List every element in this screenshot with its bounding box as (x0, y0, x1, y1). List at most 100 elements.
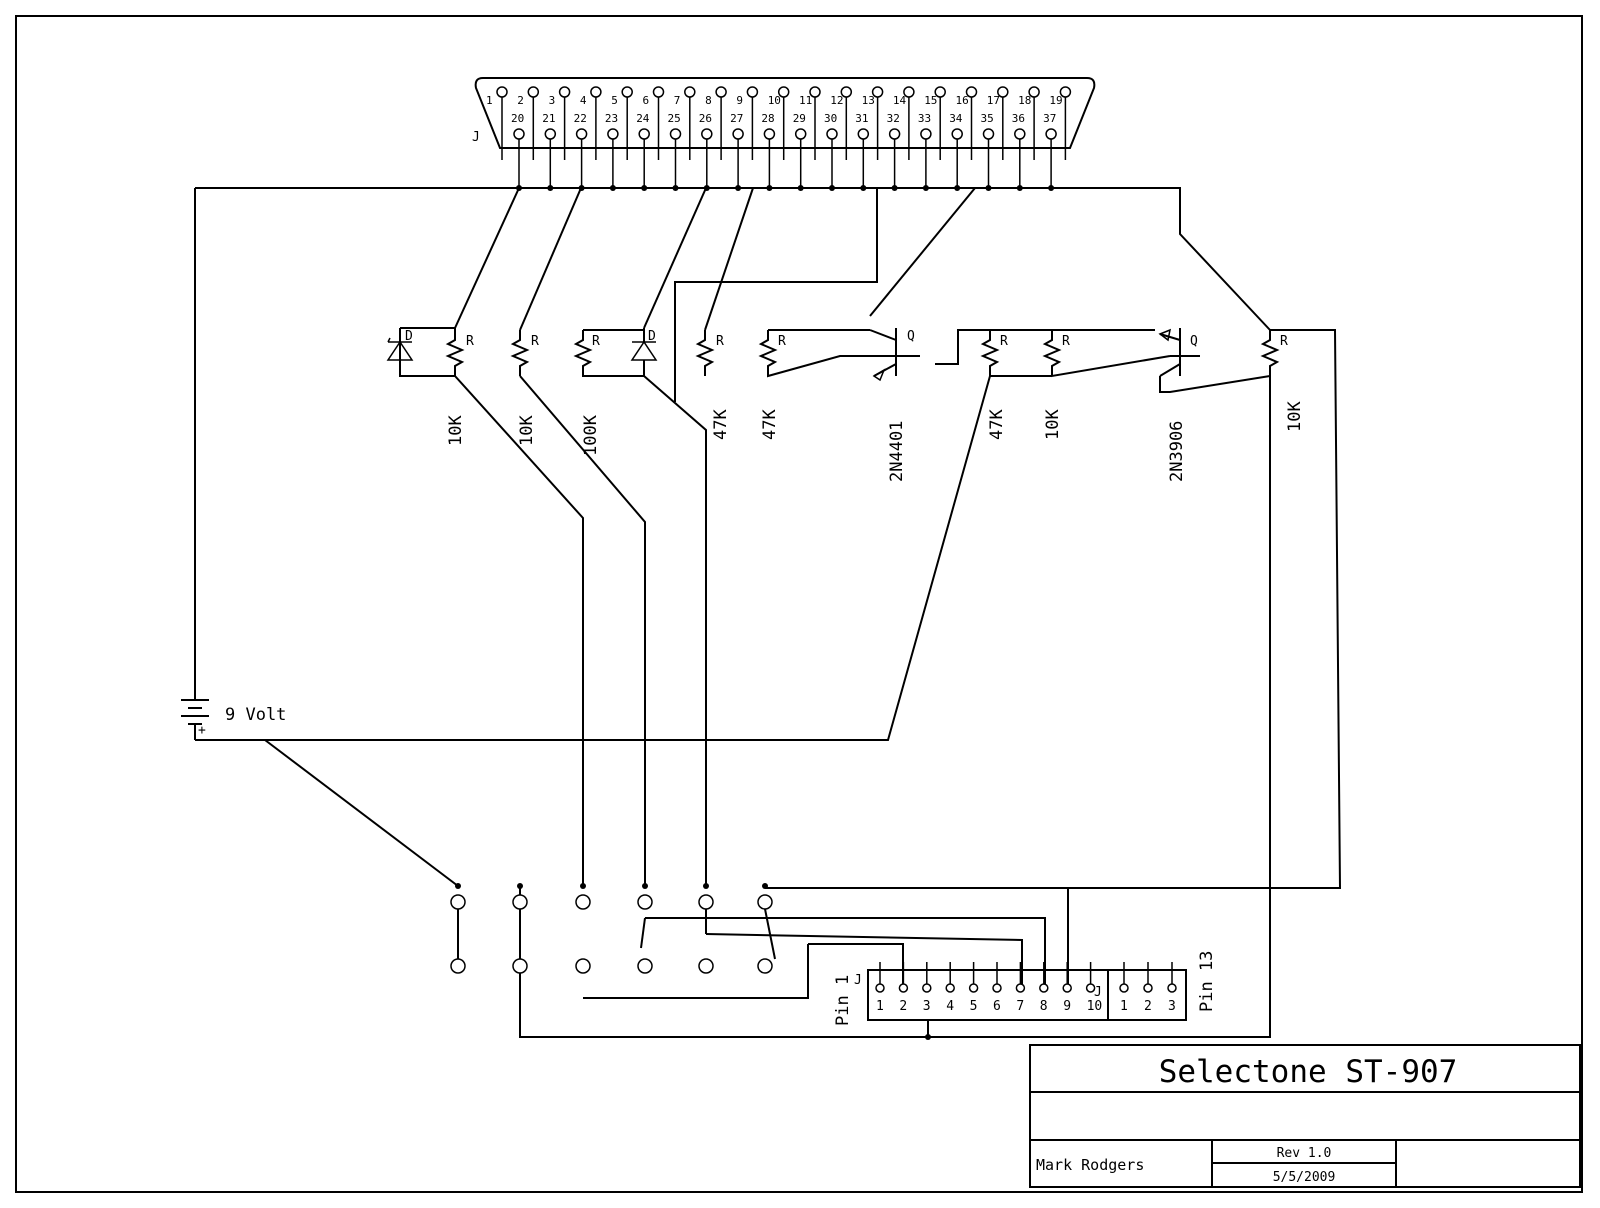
db37-pin-label: 3 (549, 94, 556, 107)
svg-text:Q: Q (907, 329, 915, 344)
value-2n4401: 2N4401 (887, 421, 907, 482)
battery-label: 9 Volt (225, 705, 286, 725)
db37-pin-label: 24 (636, 112, 650, 125)
wire-sw-bus1 (645, 917, 1046, 984)
header-pin-4 (945, 983, 955, 993)
db37-pin-label: 34 (949, 112, 963, 125)
header-pin-label: 9 (1063, 999, 1071, 1014)
header-pin-label: 7 (1016, 999, 1024, 1014)
header-pin-label: 4 (946, 999, 954, 1014)
db37-pin-8 (715, 86, 727, 98)
resistor-10k-2: R (510, 330, 539, 376)
svg-text:R: R (531, 334, 539, 349)
db37-pin-label: 11 (799, 94, 812, 107)
switch-5 (698, 883, 714, 974)
header-aux-pin-label: 2 (1144, 999, 1152, 1014)
header-pin-10 (1085, 983, 1096, 993)
db37-pin-label: 23 (605, 112, 618, 125)
header-pin-label: 5 (970, 999, 978, 1014)
db37-pin-label: 16 (956, 94, 969, 107)
header-j-label-2: J (1094, 985, 1102, 1000)
db37-pin-label: 26 (699, 112, 712, 125)
db37-pin-label: 37 (1043, 112, 1056, 125)
value-10k-3: 10K (1043, 409, 1063, 440)
resistor-100k: R (573, 329, 644, 377)
battery-polarity: + (198, 723, 206, 738)
date-text: 5/5/2009 (1273, 1170, 1336, 1185)
db37-pin-label: 9 (736, 94, 743, 107)
svg-text:R: R (716, 334, 724, 349)
svg-text:Q: Q (1190, 334, 1198, 349)
header-label: J (854, 973, 862, 988)
header-aux-pin-label: 1 (1120, 999, 1128, 1014)
db37-pin-label: 19 (1049, 94, 1062, 107)
db37-pin-label: 21 (542, 112, 555, 125)
header-pin-7 (1015, 983, 1026, 993)
header-pin-2 (898, 983, 909, 993)
revision-text: Rev 1.0 (1277, 1146, 1332, 1161)
db37-pin-27 (732, 128, 744, 140)
wire-sw-bus2 (705, 933, 1023, 984)
value-47k-1: 47K (711, 409, 731, 440)
switch-4 (637, 883, 653, 974)
wire-pin26 (643, 187, 707, 329)
db37-pin-label: 7 (674, 94, 681, 107)
db37-pin-32 (888, 128, 901, 140)
db37-pin-label: 6 (643, 94, 650, 107)
svg-text:R: R (1000, 334, 1008, 349)
db37-pin-label: 13 (862, 94, 875, 107)
db37-pin-label: 5 (611, 94, 618, 107)
db37-pin-21 (544, 128, 557, 140)
db37-pin-23 (607, 128, 619, 140)
db37-pin-label: 33 (918, 112, 931, 125)
header-pin-label: 6 (993, 999, 1001, 1014)
wire-pin32 (674, 188, 878, 402)
db37-label: J (472, 130, 480, 145)
pin1-label: Pin 1 (833, 975, 853, 1026)
db37-pin-22 (575, 128, 588, 140)
db37-pin-34 (951, 128, 963, 140)
db37-pin-label: 35 (981, 112, 994, 125)
value-10k-4: 10K (1285, 401, 1305, 432)
title-block: Selectone ST-907 Mark Rodgers Rev 1.0 5/… (1029, 1044, 1581, 1188)
value-10k-2: 10K (517, 415, 537, 446)
header-pin-label: 2 (899, 999, 907, 1014)
db37-pin-7 (684, 86, 696, 98)
db37-pin-label: 4 (580, 94, 587, 107)
wire-r2-to-switch4 (519, 375, 646, 888)
header-pin-label: 1 (876, 999, 884, 1014)
db37-pin-3 (558, 86, 571, 98)
svg-text:D: D (648, 329, 656, 344)
header-pin-label: 8 (1040, 999, 1048, 1014)
pin13-label: Pin 13 (1197, 951, 1217, 1012)
wire-pin20 (454, 187, 520, 329)
header-aux-pin-3 (1167, 983, 1177, 993)
db37-pin-label: 28 (761, 112, 774, 125)
value-2n3906: 2N3906 (1167, 421, 1187, 482)
header-pin-label: 10 (1087, 999, 1103, 1014)
author-text: Mark Rodgers (1036, 1156, 1144, 1174)
resistor-47k-1: R (695, 330, 724, 376)
db37-pin-9 (746, 86, 759, 98)
svg-text:D: D (405, 329, 413, 344)
header-pin-5 (968, 983, 979, 993)
wire-battery-to-switch1 (264, 739, 459, 887)
db37-pin-24 (638, 128, 650, 140)
svg-text:R: R (466, 334, 474, 349)
value-10k-1: 10K (446, 415, 466, 446)
zener-diode-1: D (386, 327, 455, 377)
transistor-2n3906: Q (1052, 328, 1271, 393)
switch-6 (757, 883, 776, 974)
switch-row (450, 883, 776, 974)
db37-pin-5 (621, 86, 633, 98)
header-pin-3 (922, 983, 932, 993)
db37-pin-label: 1 (486, 94, 493, 107)
svg-text:R: R (1062, 334, 1070, 349)
